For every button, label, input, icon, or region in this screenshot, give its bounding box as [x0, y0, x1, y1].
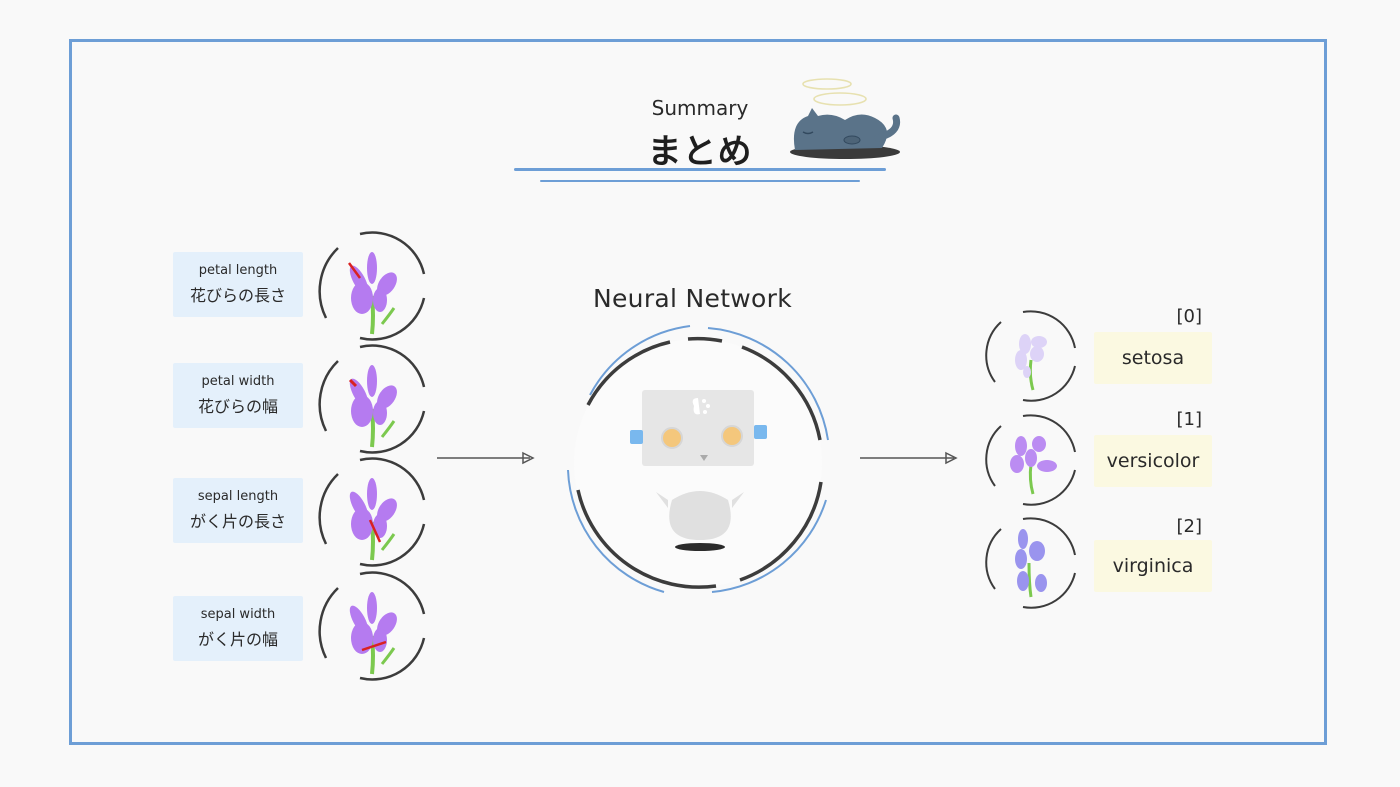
robot-icon [567, 325, 829, 593]
title-underline [514, 168, 886, 171]
output-label-versicolor: versicolor [1094, 435, 1212, 487]
input-label-ja: がく片の幅 [197, 630, 278, 649]
output-label-setosa: setosa [1094, 332, 1212, 384]
input-label-sepal-length: sepal length がく片の長さ [173, 478, 303, 543]
network-title: Neural Network [593, 284, 792, 313]
input-label-petal-width: petal width 花びらの幅 [173, 363, 303, 428]
output-index-setosa: [0] [1176, 306, 1203, 327]
output-index-versicolor: [1] [1176, 409, 1203, 430]
input-label-ja: 花びらの長さ [189, 286, 286, 305]
output-label-virginica: virginica [1094, 540, 1212, 592]
input-label-ja: がく片の長さ [189, 512, 286, 531]
setosa-flower-icon [985, 310, 1076, 402]
petal-width-flower-icon [318, 344, 426, 454]
versicolor-flower-icon [985, 414, 1076, 506]
header-subtitle: Summary [651, 96, 749, 120]
input-label-ja: 花びらの幅 [197, 397, 278, 416]
sepal-length-flower-icon [318, 457, 426, 567]
arrow-right-icon [860, 451, 958, 465]
input-label-sepal-width: sepal width がく片の幅 [173, 596, 303, 661]
arrow-right-icon [437, 451, 535, 465]
sleeping-cat-with-halo-icon [790, 78, 901, 159]
title-underline-secondary [540, 180, 860, 182]
input-label-en: petal width [201, 374, 275, 389]
input-label-en: sepal length [197, 489, 279, 504]
header-title: まとめ [647, 132, 753, 172]
sepal-width-flower-icon [318, 571, 426, 681]
input-label-en: petal length [198, 263, 278, 278]
input-label-petal-length: petal length 花びらの長さ [173, 252, 303, 317]
virginica-flower-icon [985, 517, 1076, 609]
input-label-en: sepal width [200, 607, 276, 622]
output-index-virginica: [2] [1176, 516, 1203, 537]
petal-length-flower-icon [318, 231, 426, 341]
